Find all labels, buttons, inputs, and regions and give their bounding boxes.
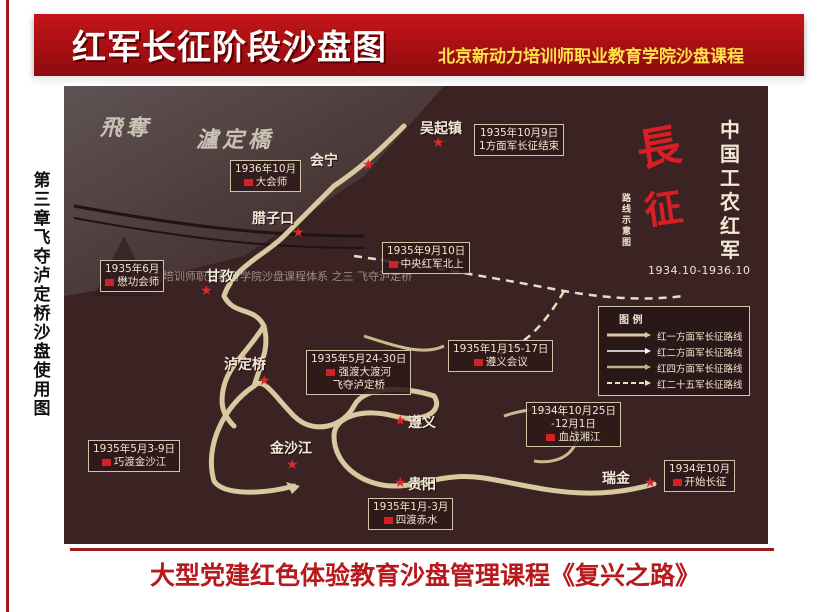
star-icon: ★	[432, 135, 445, 151]
event-text: 四渡赤水	[373, 514, 448, 527]
place-ruijin: 瑞金	[602, 471, 630, 487]
event-text: 强渡大渡河	[311, 366, 406, 379]
poster-title-col1: 中国工农红军	[718, 118, 742, 262]
banner-shadow-strip	[34, 76, 804, 86]
event-text: 1方面军长征结束	[479, 140, 560, 152]
star-icon: ★	[362, 157, 375, 173]
header-banner: 红军长征阶段沙盘图 北京新动力培训师职业教育学院沙盘课程	[34, 14, 804, 76]
poster-dates: 1934.10-1936.10	[648, 264, 751, 277]
flag-icon	[546, 433, 556, 441]
place-guiyang: 贵阳	[408, 477, 436, 493]
place-huining: 会宁	[310, 153, 338, 169]
legend-item: 红一方面军长征路线	[607, 329, 747, 343]
star-icon: ★	[258, 373, 271, 389]
event-box: 1935年10月9日 1方面军长征结束	[474, 124, 565, 156]
flag-icon	[326, 368, 336, 376]
flag-icon	[388, 260, 398, 268]
star-icon: ★	[200, 283, 213, 299]
star-icon: ★	[644, 475, 657, 491]
event-date: 1935年10月9日	[479, 127, 559, 139]
event-box: 1935年1月-3月 四渡赤水	[368, 498, 454, 530]
event-date: 1936年10月	[235, 163, 297, 175]
legend-item: 红二十五军长征路线	[607, 377, 747, 391]
flag-icon	[243, 178, 253, 186]
event-date: 1935年1月15-17日	[453, 343, 549, 355]
event-text: 大会师	[235, 176, 296, 189]
place-lazikou: 腊子口	[252, 211, 294, 227]
event-box: 1935年5月24-30日 强渡大渡河 飞夺泸定桥	[306, 350, 412, 395]
event-box: 1936年10月 大会师	[230, 160, 302, 192]
event-text: 开始长征	[669, 476, 730, 489]
flag-icon	[473, 358, 483, 366]
route-main	[208, 123, 657, 496]
poster-title: 中国工农红军	[720, 118, 740, 262]
event-text: 中央红军北上	[387, 258, 465, 271]
event-box: 1934年10月25日 -12月1日 血战湘江	[526, 402, 621, 447]
watermark-text: 北京新动力培训师职业教育学院沙盘课程体系 之三 飞夺泸定桥	[108, 270, 412, 283]
legend-item: 红四方面军长征路线	[607, 361, 747, 375]
event-date: 1935年6月	[105, 263, 160, 275]
event-date: 1935年5月3-9日	[93, 443, 176, 455]
place-zunyi: 遵义	[408, 415, 436, 431]
event-date: 1934年10月	[669, 463, 731, 475]
event-text: -12月1日	[551, 418, 596, 430]
brush-title-left: 飛奪	[100, 115, 153, 141]
star-icon: ★	[394, 475, 407, 491]
left-border-rule	[6, 0, 9, 612]
star-icon: ★	[292, 225, 305, 241]
page-title: 红军长征阶段沙盘图	[72, 28, 387, 68]
event-box: 1935年9月10日 中央红军北上	[382, 242, 471, 274]
event-box: 1935年5月3-9日 巧渡金沙江	[88, 440, 181, 472]
flag-icon	[383, 516, 393, 524]
legend-title: 图 例	[619, 315, 643, 326]
star-icon: ★	[286, 457, 299, 473]
event-text-2: 飞夺泸定桥	[332, 379, 385, 391]
event-date: 1935年9月10日	[387, 245, 466, 257]
event-date: 1934年10月25日	[531, 405, 616, 417]
map-legend: 图 例 红一方面军长征路线 红二方面军长征路线 红四方面军长征路线 红二十五军长…	[598, 306, 750, 396]
flag-icon	[672, 478, 682, 486]
legend-item: 红二方面军长征路线	[607, 345, 747, 359]
flag-icon	[105, 278, 115, 286]
route-map: 飛奪 瀘定橋 長 征 路线示意图 中国工农红军 1934.10-1936.10 …	[64, 86, 768, 544]
event-date: 1935年1月-3月	[373, 501, 449, 513]
star-icon: ★	[394, 413, 407, 429]
event-text: 懋功会师	[105, 276, 159, 289]
place-jinshajiang: 金沙江	[270, 441, 312, 457]
footer-title: 大型党建红色体验教育沙盘管理课程《复兴之路》	[149, 561, 700, 590]
event-date: 1935年5月24-30日	[311, 353, 407, 365]
place-ganzi: 甘孜	[206, 269, 234, 285]
event-box: 1934年10月 开始长征	[664, 460, 736, 492]
flag-icon	[101, 458, 111, 466]
page-subtitle: 北京新动力培训师职业教育学院沙盘课程	[438, 47, 744, 67]
event-box: 1935年6月 懋功会师	[100, 260, 165, 292]
poster-zheng-glyph: 征	[641, 183, 686, 234]
chapter-label: 第三章 飞夺泸定桥沙盘使用图	[33, 171, 51, 419]
event-box: 1935年1月15-17日 遵义会议	[448, 340, 554, 372]
footer-rule	[70, 548, 774, 551]
event-text: 遵义会议	[453, 356, 548, 369]
brush-title-right: 瀘定橋	[196, 127, 275, 153]
event-text: 巧渡金沙江	[93, 456, 175, 469]
poster-route-note: 路线示意图	[622, 194, 632, 248]
place-wuqizhen: 吴起镇	[420, 121, 462, 137]
place-ludingqiao: 泸定桥	[224, 357, 266, 373]
event-text-2: 血战湘江	[531, 431, 616, 444]
